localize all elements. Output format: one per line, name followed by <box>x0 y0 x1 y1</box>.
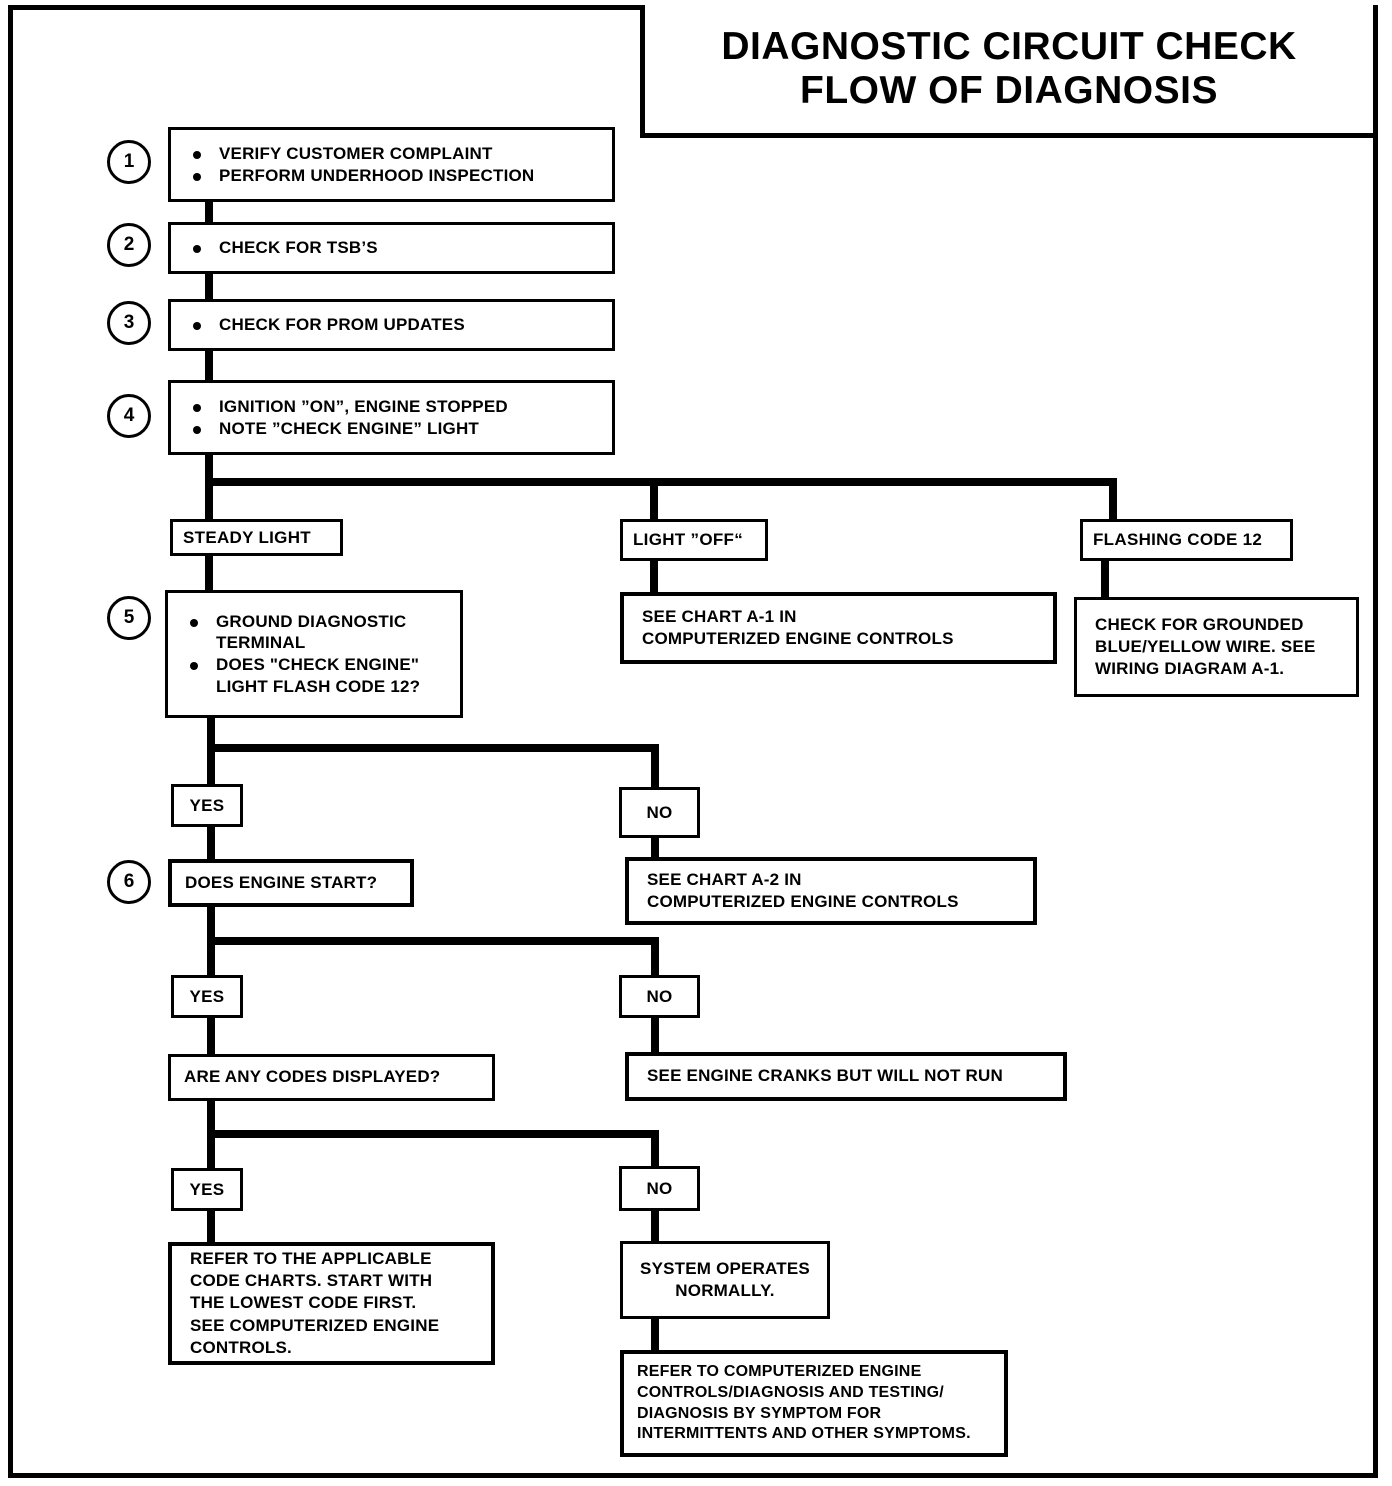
branch-label-light-off: LIGHT ”OFF“ <box>620 519 768 561</box>
decision-yes-1: YES <box>171 784 243 827</box>
connector-step4-down <box>205 453 213 483</box>
connector-yes1-to-step6 <box>207 825 215 864</box>
connector-system-normal-to-refer <box>651 1317 659 1353</box>
step-number-4: 4 <box>107 394 151 438</box>
connector-bus-to-steady-light <box>205 478 213 523</box>
outcome-box-chart-a1: SEE CHART A-1 IN COMPUTERIZED ENGINE CON… <box>620 592 1057 664</box>
connector-bus1-to-no <box>651 744 659 789</box>
outcome-grounded-wire-text: CHECK FOR GROUNDED BLUE/YELLOW WIRE. SEE… <box>1095 614 1316 679</box>
outcome-box-engine-cranks: SEE ENGINE CRANKS BUT WILL NOT RUN <box>625 1052 1067 1101</box>
step-number-6: 6 <box>107 860 151 904</box>
connector-no3-to-system-normal <box>651 1209 659 1241</box>
connector-step3-to-step4 <box>205 349 213 382</box>
decision-no-3: NO <box>619 1166 700 1211</box>
branch-label-steady-light: STEADY LIGHT <box>170 519 343 556</box>
step-2-bullet-list: CHECK FOR TSB’S <box>171 237 612 259</box>
yesno-bus-3 <box>207 1130 659 1138</box>
decision-yes-3: YES <box>171 1168 243 1211</box>
step-number-5: 5 <box>107 596 151 640</box>
yesno-bus-1 <box>207 744 659 752</box>
step-4-bullet-2: NOTE ”CHECK ENGINE” LIGHT <box>189 418 612 440</box>
chart-title-line-2: FLOW OF DIAGNOSIS <box>800 69 1218 112</box>
step-1-bullet-list: VERIFY CUSTOMER COMPLAINT PERFORM UNDERH… <box>171 143 612 187</box>
step-5-bullet-2: DOES "CHECK ENGINE" LIGHT FLASH CODE 12? <box>186 654 460 698</box>
step-1-bullet-1: VERIFY CUSTOMER COMPLAINT <box>189 143 612 165</box>
connector-step5-down <box>207 716 215 752</box>
outcome-box-refer-cec: REFER TO COMPUTERIZED ENGINE CONTROLS/DI… <box>620 1350 1008 1457</box>
step-number-1: 1 <box>107 140 151 184</box>
connector-no1-to-chart-a2 <box>651 836 659 860</box>
connector-no2-to-cranks <box>651 1016 659 1054</box>
connector-bus-to-light-off <box>650 478 658 523</box>
outcome-system-normal-text: SYSTEM OPERATES NORMALLY. <box>640 1258 810 1300</box>
step-4-bullet-1: IGNITION ”ON”, ENGINE STOPPED <box>189 396 612 418</box>
outcome-refer-cec-text: REFER TO COMPUTERIZED ENGINE CONTROLS/DI… <box>637 1362 971 1443</box>
chart-title-line-1: DIAGNOSTIC CIRCUIT CHECK <box>721 25 1297 69</box>
step-box-2: CHECK FOR TSB’S <box>168 222 615 274</box>
connector-step2-to-step3 <box>205 272 213 300</box>
decision-no-2: NO <box>619 975 700 1018</box>
connector-flashing-to-grounded-wire <box>1101 559 1109 599</box>
outcome-chart-a2-text: SEE CHART A-2 IN COMPUTERIZED ENGINE CON… <box>647 869 959 911</box>
branch-bus-horizontal <box>205 478 1117 486</box>
decision-box-codes-displayed: ARE ANY CODES DISPLAYED? <box>168 1054 495 1101</box>
connector-bus3-to-yes <box>207 1130 215 1170</box>
connector-yes2-to-codes-question <box>207 1016 215 1056</box>
outcome-box-grounded-wire: CHECK FOR GROUNDED BLUE/YELLOW WIRE. SEE… <box>1074 597 1359 697</box>
step-number-2: 2 <box>107 223 151 267</box>
step-number-3: 3 <box>107 301 151 345</box>
connector-bus2-to-no <box>651 937 659 977</box>
step-3-bullet-1: CHECK FOR PROM UPDATES <box>189 314 612 336</box>
connector-step1-to-step2 <box>205 200 213 224</box>
decision-no-1: NO <box>619 787 700 838</box>
connector-bus-to-flashing-code <box>1109 478 1117 523</box>
step-box-1: VERIFY CUSTOMER COMPLAINT PERFORM UNDERH… <box>168 127 615 202</box>
decision-yes-2: YES <box>171 975 243 1018</box>
step-3-bullet-list: CHECK FOR PROM UPDATES <box>171 314 612 336</box>
outcome-chart-a1-text: SEE CHART A-1 IN COMPUTERIZED ENGINE CON… <box>642 606 954 648</box>
branch-label-flashing-code-12: FLASHING CODE 12 <box>1080 519 1293 561</box>
step-box-5: GROUND DIAGNOSTIC TERMINAL DOES "CHECK E… <box>165 590 463 718</box>
chart-title-plate: DIAGNOSTIC CIRCUIT CHECK FLOW OF DIAGNOS… <box>640 5 1373 138</box>
step-1-bullet-2: PERFORM UNDERHOOD INSPECTION <box>189 165 612 187</box>
step-6-question-text: DOES ENGINE START? <box>185 872 378 892</box>
step-5-bullet-1: GROUND DIAGNOSTIC TERMINAL <box>186 611 460 655</box>
connector-bus3-to-no <box>651 1130 659 1170</box>
outcome-box-system-normal: SYSTEM OPERATES NORMALLY. <box>620 1241 830 1319</box>
connector-codes-question-down <box>207 1099 215 1137</box>
outcome-engine-cranks-text: SEE ENGINE CRANKS BUT WILL NOT RUN <box>647 1066 1003 1086</box>
step-box-3: CHECK FOR PROM UPDATES <box>168 299 615 351</box>
outcome-box-chart-a2: SEE CHART A-2 IN COMPUTERIZED ENGINE CON… <box>625 857 1037 925</box>
step-4-bullet-list: IGNITION ”ON”, ENGINE STOPPED NOTE ”CHEC… <box>171 396 612 440</box>
connector-bus1-to-yes <box>207 744 215 786</box>
step-box-6: DOES ENGINE START? <box>168 859 414 907</box>
connector-bus2-to-yes <box>207 937 215 977</box>
connector-light-off-to-chart-a1 <box>650 559 658 595</box>
outcome-code-charts-text: REFER TO THE APPLICABLE CODE CHARTS. STA… <box>190 1249 440 1357</box>
step-box-4: IGNITION ”ON”, ENGINE STOPPED NOTE ”CHEC… <box>168 380 615 455</box>
step-2-bullet-1: CHECK FOR TSB’S <box>189 237 612 259</box>
codes-displayed-question-text: ARE ANY CODES DISPLAYED? <box>184 1067 441 1087</box>
outcome-box-code-charts: REFER TO THE APPLICABLE CODE CHARTS. STA… <box>168 1242 495 1365</box>
step-5-bullet-list: GROUND DIAGNOSTIC TERMINAL DOES "CHECK E… <box>168 611 460 698</box>
yesno-bus-2 <box>207 937 659 945</box>
connector-yes3-to-code-charts <box>207 1209 215 1245</box>
connector-step6-down <box>207 905 215 943</box>
connector-steady-light-to-step5 <box>205 554 213 594</box>
